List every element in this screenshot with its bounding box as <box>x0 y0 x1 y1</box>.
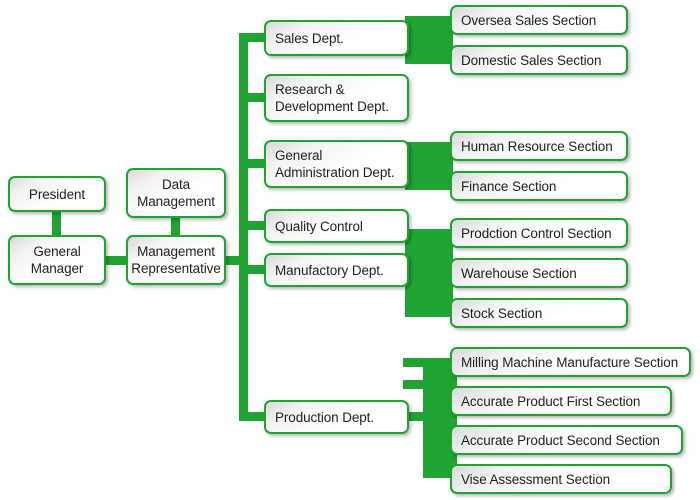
node-label-line: Human Resource Section <box>461 138 613 154</box>
node-label-line: Data <box>161 177 191 192</box>
node-human-resource-section[interactable]: Human Resource Section <box>450 131 628 161</box>
node-accurate-product-first-section[interactable]: Accurate Product First Section <box>450 386 672 416</box>
node-label-line: Warehouse Section <box>461 265 577 281</box>
node-label-line: Finance Section <box>461 178 557 194</box>
node-label-line: Administration Dept. <box>275 165 395 180</box>
node-accurate-product-second-section[interactable]: Accurate Product Second Section <box>450 425 683 455</box>
connector-admin-section-block <box>405 142 453 190</box>
connector-president-to-general-manager <box>52 210 61 238</box>
connector-stub-sales-dept <box>239 33 267 42</box>
node-sales-dept[interactable]: Sales Dept. <box>264 20 409 56</box>
node-warehouse-section[interactable]: Warehouse Section <box>450 258 628 288</box>
node-label-line: Prodction Control Section <box>461 225 612 241</box>
node-label-line: Production Dept. <box>275 409 374 425</box>
node-label-line: Oversea Sales Section <box>461 12 597 28</box>
node-stock-section[interactable]: Stock Section <box>450 298 628 328</box>
node-label-line: President <box>28 186 86 202</box>
connector-stub-quality-control <box>239 221 267 230</box>
node-label-line: Management <box>137 244 215 259</box>
connector-production-stub-left <box>403 412 429 421</box>
node-quality-control[interactable]: Quality Control <box>264 209 409 243</box>
node-label-line: Milling Machine Manufacture Section <box>461 354 679 370</box>
node-label-line: Manager <box>30 261 84 276</box>
connector-management-representative-to-trunk <box>222 256 248 265</box>
connector-manufactory-section-block <box>405 229 453 317</box>
connector-general-manager-to-management-representative <box>102 256 130 265</box>
node-label-line: Accurate Product First Section <box>461 393 641 409</box>
node-rnd-dept[interactable]: Research & Development Dept. <box>264 74 409 122</box>
connector-production-stub-1 <box>403 358 429 367</box>
node-label-line: General <box>275 148 323 163</box>
node-manufactory-dept[interactable]: Manufactory Dept. <box>264 253 409 287</box>
node-domestic-sales-section[interactable]: Domestic Sales Section <box>450 45 628 75</box>
connector-stub-general-admin <box>239 159 267 168</box>
node-production-dept[interactable]: Production Dept. <box>264 400 409 434</box>
connector-production-stub-2 <box>403 380 429 389</box>
node-prodction-control-section[interactable]: Prodction Control Section <box>450 218 628 248</box>
connector-stub-manufactory <box>239 265 267 274</box>
node-label-line: Vise Assessment Section <box>461 471 611 487</box>
node-label-line: Development Dept. <box>275 99 389 114</box>
node-label-line: Quality Control <box>275 218 363 234</box>
node-label-line: General <box>33 244 81 259</box>
node-finance-section[interactable]: Finance Section <box>450 171 628 201</box>
node-oversea-sales-section[interactable]: Oversea Sales Section <box>450 5 628 35</box>
node-milling-machine-manufacture-section[interactable]: Milling Machine Manufacture Section <box>450 347 691 377</box>
connector-stub-production-dept <box>239 412 267 421</box>
connector-sales-section-block <box>405 16 453 64</box>
node-vise-assessment-section[interactable]: Vise Assessment Section <box>450 464 672 494</box>
node-label-line: Stock Section <box>461 305 543 321</box>
node-president[interactable]: President <box>8 176 106 212</box>
node-label-line: Sales Dept. <box>275 30 344 46</box>
node-label-line: Accurate Product Second Section <box>461 432 660 448</box>
connector-data-management-to-management-representative <box>171 216 180 238</box>
node-label-line: Management <box>137 194 215 209</box>
node-label-line: Representative <box>131 261 221 276</box>
node-label-line: Manufactory Dept. <box>275 262 384 278</box>
connector-stub-rnd-dept <box>239 93 267 102</box>
node-label-line: Research & <box>275 82 345 97</box>
node-label-line: Domestic Sales Section <box>461 52 602 68</box>
